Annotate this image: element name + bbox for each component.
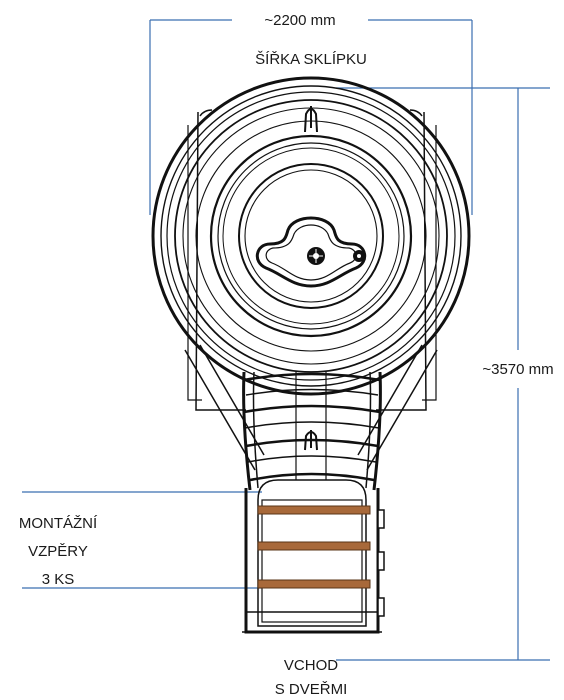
- width-dimension: [149, 19, 473, 215]
- height-dimension: [336, 87, 550, 661]
- strut-leader-lines: [22, 491, 262, 589]
- strut-3: [257, 579, 371, 589]
- struts-label-line2: VZPĚRY: [28, 543, 88, 560]
- struts-label-line1: MONTÁŽNÍ: [19, 515, 98, 532]
- strut-1: [257, 505, 371, 515]
- width-value: ~2200 mm: [264, 12, 335, 29]
- side-frame: [187, 109, 437, 411]
- width-caption: ŠÍŘKA SKLÍPKU: [255, 51, 367, 68]
- height-value: ~3570 mm: [482, 361, 553, 378]
- entrance-label-line2: S DVEŘMI: [275, 681, 348, 698]
- entrance-label-line1: VCHOD: [284, 657, 338, 674]
- mounting-struts: [257, 505, 371, 589]
- strut-2: [257, 541, 371, 551]
- entrance-neck: [242, 371, 382, 491]
- dome-handle: [304, 106, 318, 133]
- entrance-body: [242, 479, 385, 634]
- struts-label-line3: 3 KS: [42, 571, 75, 588]
- hatch-lid: [255, 216, 367, 288]
